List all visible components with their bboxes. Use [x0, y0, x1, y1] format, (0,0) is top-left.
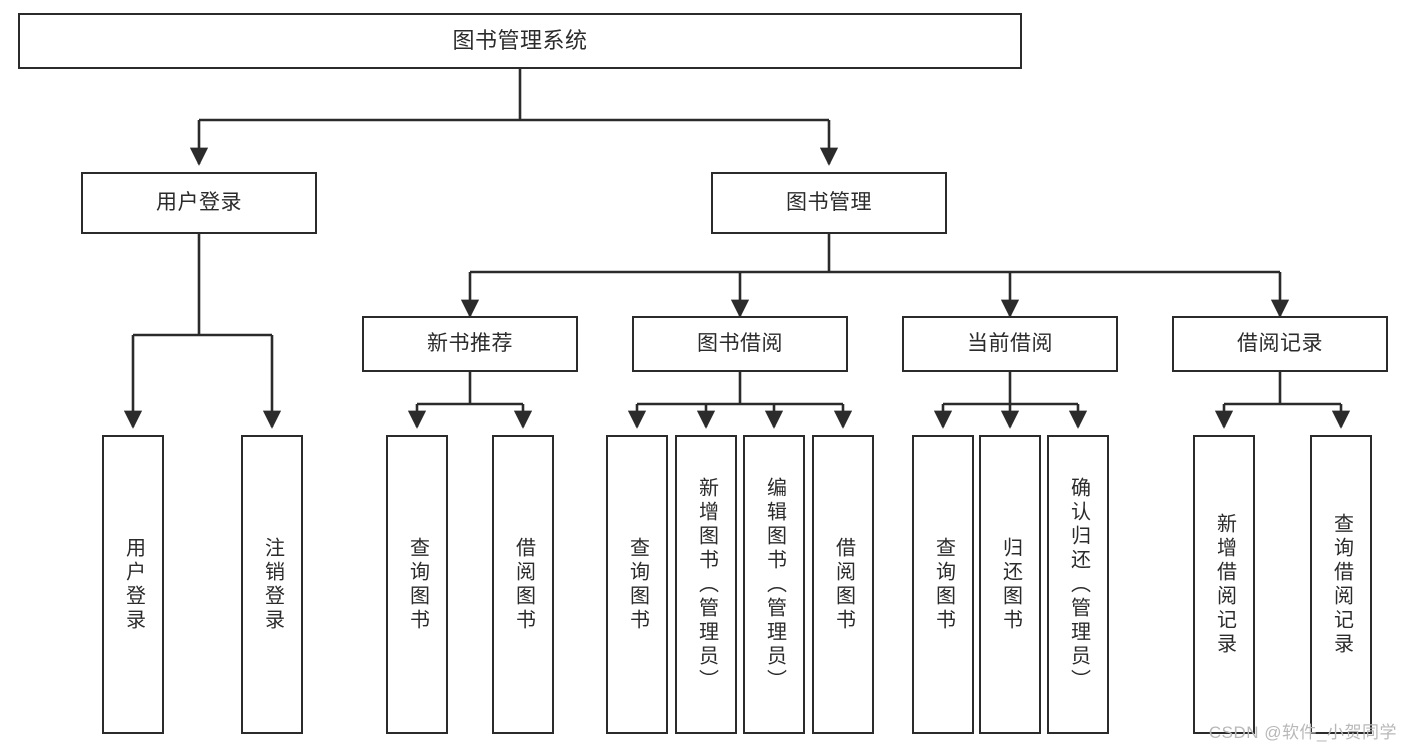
node-label: 新增图书（管理员）: [695, 476, 718, 693]
node-label: 借阅记录: [1237, 331, 1323, 355]
node-label: 注销登录: [261, 536, 284, 633]
node-label: 查询图书: [932, 536, 955, 633]
node-label: 借阅图书: [512, 536, 535, 633]
node-new-book-recommend[interactable]: 新书推荐: [362, 316, 578, 372]
node-leaf-query-book-current[interactable]: 查询图书: [912, 435, 974, 734]
node-label: 新书推荐: [427, 331, 513, 355]
csdn-watermark: CSDN @软件_小贺同学: [1208, 723, 1397, 742]
node-label: 新增借阅记录: [1213, 512, 1236, 657]
node-leaf-confirm-return-admin[interactable]: 确认归还（管理员）: [1047, 435, 1109, 734]
node-label: 当前借阅: [967, 331, 1053, 355]
node-label: 用户登录: [156, 190, 242, 214]
node-label: 查询图书: [406, 536, 429, 633]
node-leaf-borrow-book[interactable]: 借阅图书: [812, 435, 874, 734]
node-book-borrow[interactable]: 图书借阅: [632, 316, 848, 372]
node-label: 图书借阅: [697, 331, 783, 355]
node-label: 图书管理: [786, 190, 872, 214]
node-label: 查询图书: [626, 536, 649, 633]
node-leaf-add-book-admin[interactable]: 新增图书（管理员）: [675, 435, 737, 734]
node-current-borrow[interactable]: 当前借阅: [902, 316, 1118, 372]
node-borrow-record[interactable]: 借阅记录: [1172, 316, 1388, 372]
node-label: 图书管理系统: [452, 28, 588, 54]
node-leaf-logout[interactable]: 注销登录: [241, 435, 303, 734]
node-book-management-system[interactable]: 图书管理系统: [18, 13, 1022, 69]
node-label: 查询借阅记录: [1330, 512, 1353, 657]
node-leaf-query-book-recommend[interactable]: 查询图书: [386, 435, 448, 734]
node-user-login[interactable]: 用户登录: [81, 172, 317, 234]
node-label: 编辑图书（管理员）: [763, 476, 786, 693]
node-leaf-add-borrow-record[interactable]: 新增借阅记录: [1193, 435, 1255, 734]
node-leaf-query-book-borrow[interactable]: 查询图书: [606, 435, 668, 734]
node-label: 归还图书: [999, 536, 1022, 633]
node-leaf-query-borrow-record[interactable]: 查询借阅记录: [1310, 435, 1372, 734]
node-leaf-user-login[interactable]: 用户登录: [102, 435, 164, 734]
node-book-management[interactable]: 图书管理: [711, 172, 947, 234]
node-leaf-edit-book-admin[interactable]: 编辑图书（管理员）: [743, 435, 805, 734]
node-label: 用户登录: [122, 536, 145, 633]
node-leaf-borrow-book-recommend[interactable]: 借阅图书: [492, 435, 554, 734]
node-label: 确认归还（管理员）: [1067, 476, 1090, 693]
node-leaf-return-book[interactable]: 归还图书: [979, 435, 1041, 734]
node-label: 借阅图书: [832, 536, 855, 633]
